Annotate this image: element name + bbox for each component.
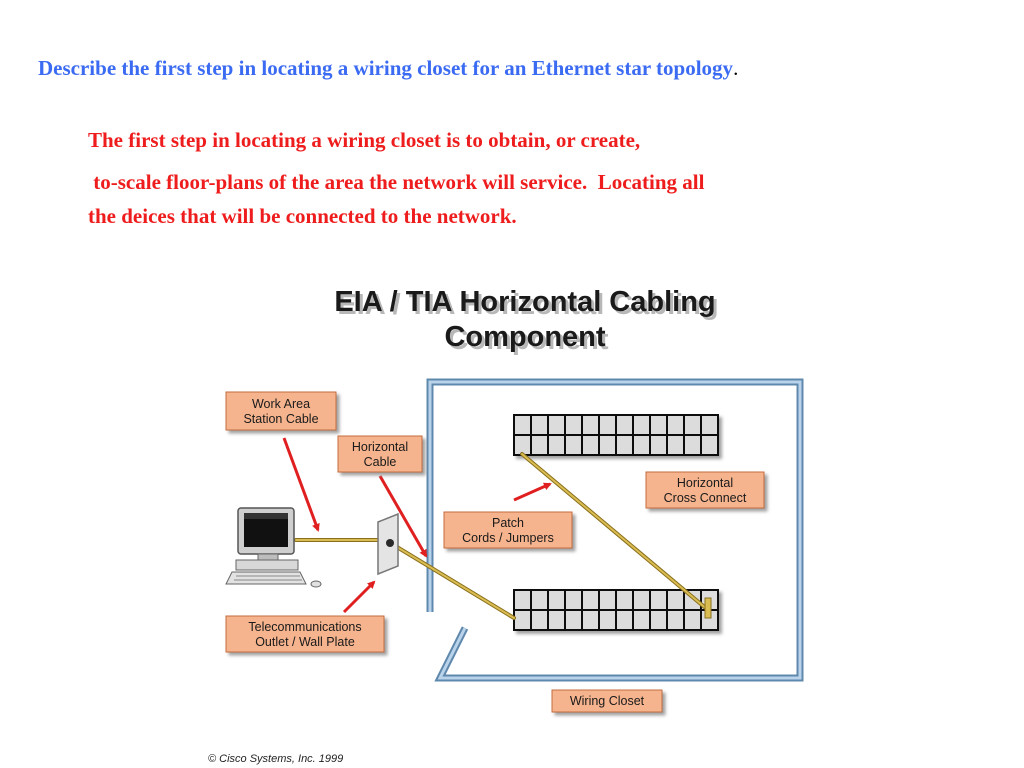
title-line-1-shadow: EIA / TIA Horizontal Cabling — [337, 289, 718, 321]
arrow-patch-cords — [513, 482, 552, 502]
question-period: . — [733, 56, 739, 80]
wall-plate-icon — [377, 512, 399, 576]
answer-line-3: the deices that will be connected to the… — [88, 204, 517, 228]
arrow-telecom-outlet — [342, 580, 376, 614]
label-patch-line-2: Cords / Jumpers — [462, 531, 554, 545]
arrow-work-area — [282, 437, 320, 532]
question-text: Describe the first step in locating a wi… — [38, 56, 734, 80]
label-work-area-line-1: Work Area — [252, 397, 310, 411]
answer-line-1: The first step in locating a wiring clos… — [88, 128, 641, 152]
label-work-area-line-2: Station Cable — [243, 412, 318, 426]
label-telecom-line-2: Outlet / Wall Plate — [255, 635, 355, 649]
label-horizontal-cable-line-2: Cable — [364, 455, 397, 469]
cables — [294, 452, 712, 620]
title-line-2-shadow: Component — [447, 324, 608, 356]
label-wiring-closet-text: Wiring Closet — [570, 694, 645, 708]
label-telecom-line-1: Telecommunications — [248, 620, 361, 634]
arrow-horizontal-cable — [378, 475, 428, 558]
upper-patch-panel — [513, 414, 719, 456]
pointer-arrows — [282, 437, 552, 614]
answer-line-2: to-scale floor-plans of the area the net… — [88, 170, 705, 194]
label-wiring-closet: Wiring Closet — [551, 689, 663, 713]
label-cross-connect-line-2: Cross Connect — [664, 491, 747, 505]
label-work-area-station-cable: Work Area Station Cable — [225, 391, 337, 431]
copyright-text: © Cisco Systems, Inc. 1999 — [208, 753, 343, 765]
label-horizontal-cross-connect: Horizontal Cross Connect — [645, 471, 765, 509]
label-telecom-outlet: Telecommunications Outlet / Wall Plate — [225, 615, 385, 653]
label-patch-cords: Patch Cords / Jumpers — [443, 511, 573, 549]
label-patch-line-1: Patch — [492, 516, 524, 530]
lower-patch-panel — [513, 589, 719, 631]
computer-icon — [225, 507, 322, 588]
label-horizontal-cable-line-1: Horizontal — [352, 440, 408, 454]
title-line-1: EIA / TIA Horizontal Cabling — [334, 286, 715, 318]
title-line-2: Component — [444, 321, 605, 353]
question-heading: Describe the first step in locating a wi… — [38, 56, 998, 81]
wiring-closet-walls — [426, 378, 804, 682]
label-cross-connect-line-1: Horizontal — [677, 476, 733, 490]
diagram-title: EIA / TIA Horizontal Cabling EIA / TIA H… — [334, 286, 718, 356]
label-horizontal-cable: Horizontal Cable — [337, 435, 423, 473]
